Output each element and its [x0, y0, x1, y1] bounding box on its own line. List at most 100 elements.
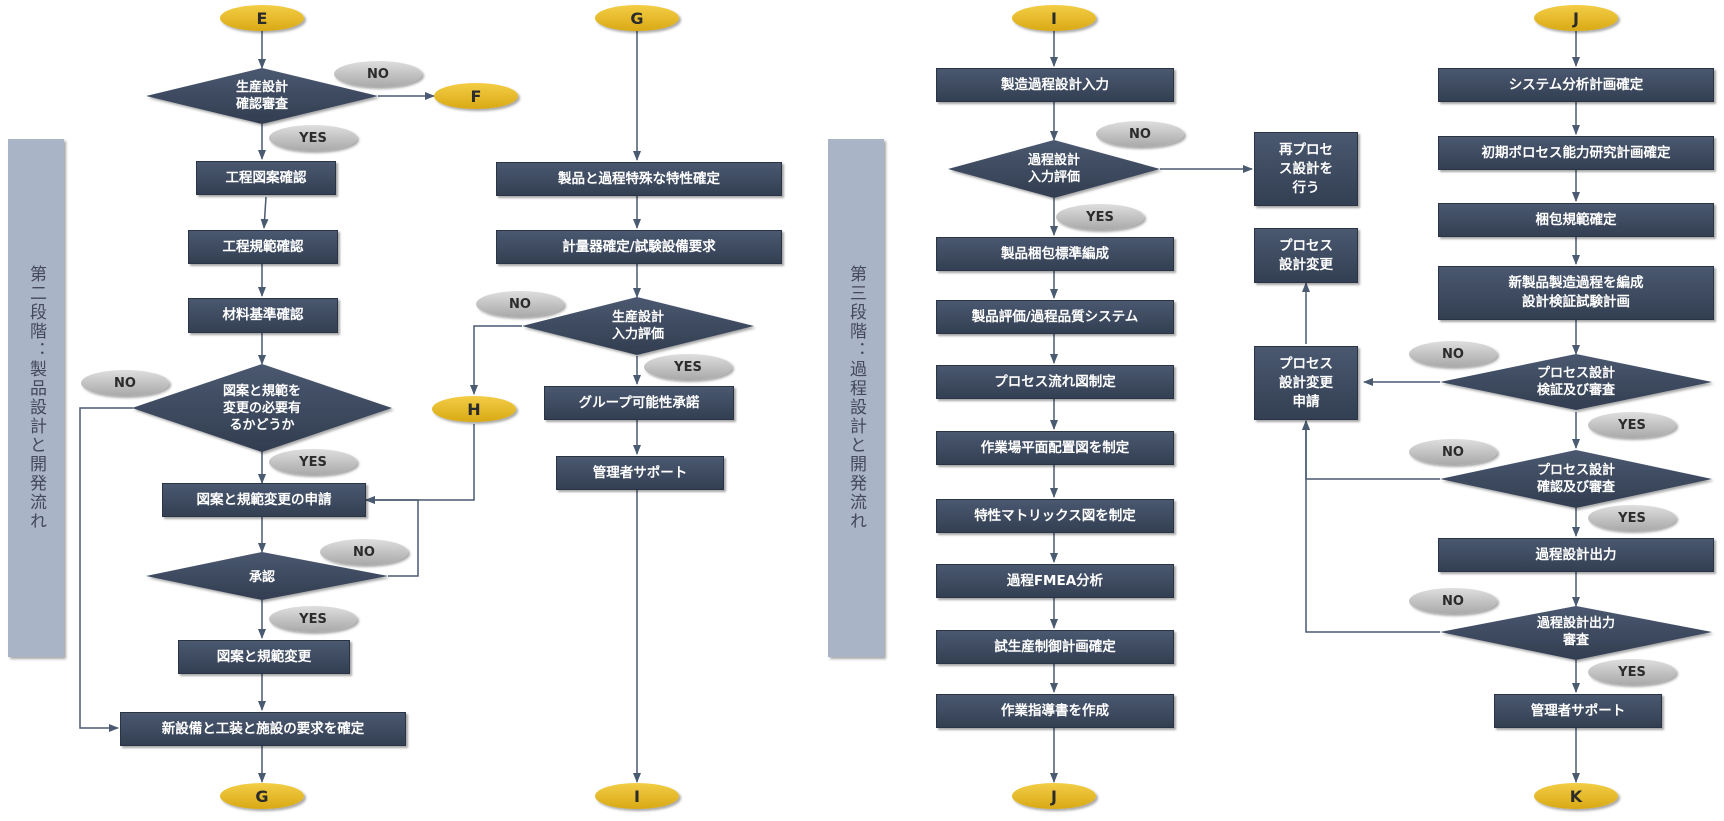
terminal-k — [1534, 783, 1618, 809]
terminal-k-label: K — [1569, 786, 1583, 806]
diamond-verify-review — [1440, 354, 1712, 410]
stage3-label: 第三段階：過程設計と開発流れ — [828, 139, 884, 657]
connector-lines — [79, 30, 1580, 783]
terminal-e — [220, 5, 304, 31]
pill-yes-4 — [644, 354, 732, 380]
decision-process-input-eval: 過程設計 入力評価 — [1027, 153, 1080, 185]
terminal-i-top — [1012, 5, 1096, 31]
box-change-request: 図案と規範変更の申請 — [162, 483, 366, 517]
edge-outreview-apply — [1302, 420, 1440, 633]
stage3-bar — [828, 139, 884, 657]
box-change: 図案と規範変更 — [178, 640, 350, 674]
pill-no-8-label: NO — [1442, 593, 1464, 609]
pill-no-4 — [476, 291, 564, 317]
diamond-input-eval — [522, 297, 754, 355]
terminal-h-label: H — [467, 399, 481, 419]
box-process-spec: 工程規範確認 — [188, 230, 338, 264]
terminals — [220, 5, 1618, 809]
box-change-apply: プロセス 設計変更 申請 — [1254, 346, 1358, 420]
box-flow-chart: プロセス流れ図制定 — [936, 365, 1174, 399]
diamond-confirm-review — [1440, 450, 1712, 508]
box-material-std: 材料基準確認 — [188, 298, 338, 333]
decision-confirm-review: プロセス設計 確認及び審査 — [1536, 463, 1615, 495]
decisions — [132, 68, 1712, 660]
terminal-j-top-label: J — [1573, 8, 1579, 28]
stage2-bar — [8, 139, 64, 657]
box-mgmt-support-2: 管理者サポート — [556, 456, 724, 490]
edge-drawing-spec — [260, 196, 269, 229]
box-fmea: 過程FMEA分析 — [936, 564, 1174, 598]
pill-no-7-label: NO — [1442, 444, 1464, 460]
pill-no-3 — [320, 539, 408, 565]
edge-h-request — [365, 424, 475, 504]
pill-no-1-label: NO — [367, 66, 389, 82]
pill-no-4-label: NO — [509, 296, 531, 312]
terminal-j-bottom — [1012, 783, 1096, 809]
decision-design-review: 生産設計 確認審査 — [235, 80, 288, 112]
pill-no-8 — [1409, 588, 1497, 614]
box-redesign: 再プロセ ス設計を 行う — [1254, 132, 1358, 206]
pill-yes-7 — [1588, 505, 1676, 531]
pill-yes-3-label: YES — [299, 611, 327, 627]
diamond-design-review — [146, 68, 378, 124]
box-trial-plan: 試生産制御計画確定 — [936, 630, 1174, 664]
pill-yes-6 — [1588, 412, 1676, 438]
box-quality-system: 製品評価/過程品質システム — [936, 300, 1174, 334]
pill-no-7 — [1409, 439, 1497, 465]
box-capability: 初期ポロセス能力研究計画確定 — [1438, 136, 1714, 170]
pill-no-5-label: NO — [1129, 126, 1151, 142]
pill-yes-2 — [269, 449, 357, 475]
pill-no-1 — [334, 61, 422, 87]
stage2-text: 第二段階：製品設計と開発流れ — [26, 265, 46, 531]
box-feasibility: グループ可能性承諾 — [544, 386, 734, 420]
pill-no-6 — [1409, 341, 1497, 367]
box-process-drawing: 工程図案確認 — [196, 161, 336, 195]
pill-no-2 — [81, 370, 169, 396]
box-system-analysis: システム分析計画確定 — [1438, 68, 1714, 102]
terminal-i-bottom — [595, 783, 679, 809]
diamond-need-change — [132, 364, 392, 452]
stage3-text: 第三段階：過程設計と開発流れ — [846, 265, 866, 531]
terminal-f-label: F — [470, 86, 482, 106]
stage2-label: 第二段階：製品設計と開発流れ — [8, 139, 64, 657]
pill-yes-5 — [1056, 204, 1144, 230]
pill-no-5 — [1096, 121, 1184, 147]
pill-no-3-label: NO — [353, 544, 375, 560]
decision-output-review: 過程設計出力 審査 — [1536, 616, 1615, 648]
pill-yes-4-label: YES — [674, 359, 702, 375]
diamond-process-input-eval — [948, 140, 1160, 198]
terminal-e-label: E — [256, 8, 268, 28]
decision-need-change: 図案と規範を 変更の必要有 るかどうか — [222, 383, 301, 433]
terminal-j-bottom-label: J — [1051, 786, 1057, 806]
box-output: 過程設計出力 — [1438, 538, 1714, 572]
pill-no-6-label: NO — [1442, 346, 1464, 362]
pill-yes-6-label: YES — [1618, 417, 1646, 433]
terminal-j-top — [1534, 5, 1618, 31]
decision-verify-review: プロセス設計 検証及び審査 — [1536, 366, 1615, 398]
terminal-h — [432, 396, 516, 422]
pill-yes-5-label: YES — [1086, 209, 1114, 225]
pill-yes-8-label: YES — [1618, 664, 1646, 680]
box-new-process: 新製品製造過程を編成 設計検証試験計画 — [1438, 266, 1714, 320]
box-new-equipment: 新設備と工装と施設の要求を確定 — [120, 712, 406, 746]
box-design-change: プロセス 設計変更 — [1254, 228, 1358, 283]
box-floor-plan: 作業場平面配置図を制定 — [936, 431, 1174, 465]
box-packaging: 梱包規範確定 — [1438, 203, 1714, 237]
pill-yes-8 — [1588, 659, 1676, 685]
terminal-f — [434, 83, 518, 109]
pill-yes-7-label: YES — [1618, 510, 1646, 526]
pill-yes-1 — [269, 125, 357, 151]
terminal-g-bottom — [220, 783, 304, 809]
box-mgmt-support-5: 管理者サポート — [1494, 694, 1662, 728]
box-gauge: 計量器確定/試験設備要求 — [496, 230, 782, 264]
edge-eval-no-h — [470, 325, 522, 395]
pill-yes-3 — [269, 606, 357, 632]
terminal-i-bottom-label: I — [634, 786, 640, 806]
box-work-instruction: 作業指導書を作成 — [936, 694, 1174, 728]
pills — [81, 61, 1676, 685]
decision-input-eval: 生産設計 入力評価 — [611, 310, 664, 342]
terminal-g-top-label: G — [630, 8, 644, 28]
decision-approval: 承認 — [248, 569, 275, 585]
